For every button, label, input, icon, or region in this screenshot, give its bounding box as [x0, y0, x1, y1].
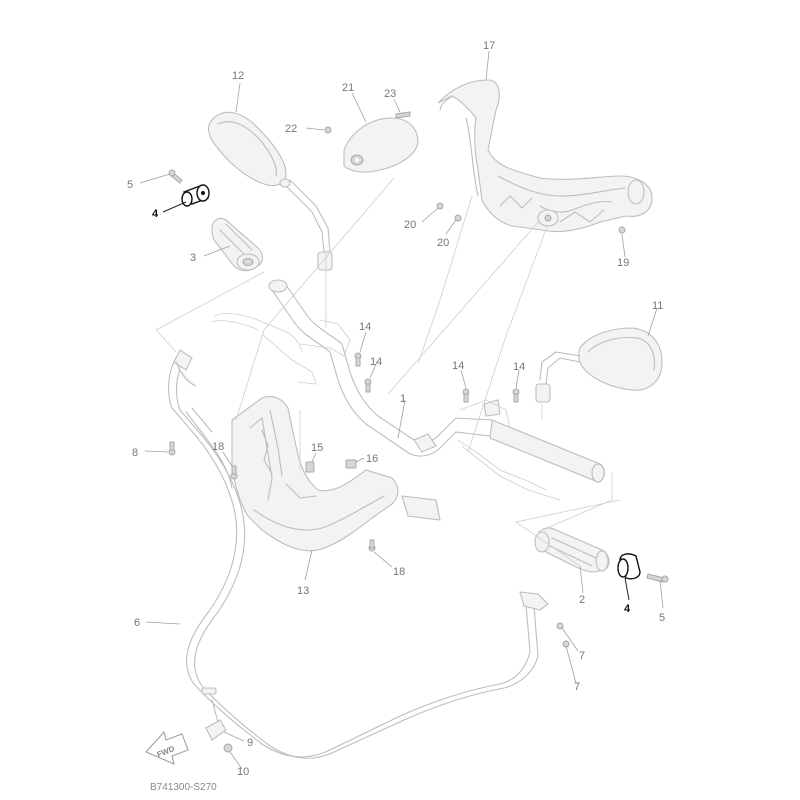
assembly-guide-lines — [155, 177, 621, 567]
grip-left — [211, 217, 264, 272]
callout-17: 17 — [483, 40, 495, 52]
callout-10: 10 — [237, 766, 249, 778]
handle-cover-lower — [231, 395, 441, 552]
callout-1: 1 — [400, 393, 406, 405]
callout-5-right: 5 — [659, 612, 665, 624]
diagram-reference-code: B741300-S270 — [150, 782, 217, 793]
callout-labels: 1 2 3 4 4 5 5 6 7 7 8 9 10 11 12 13 14 1… — [127, 40, 665, 778]
cable-holder-9 — [205, 699, 227, 741]
grip-end-right — [617, 553, 641, 580]
handlebar — [268, 279, 605, 483]
callout-22: 22 — [285, 123, 297, 135]
callout-16: 16 — [366, 453, 378, 465]
grip-right — [534, 527, 610, 573]
callout-11: 11 — [652, 300, 663, 312]
callout-21: 21 — [342, 82, 354, 94]
callout-20-b: 20 — [437, 237, 449, 249]
lever-left-ghost — [211, 313, 351, 385]
callout-3: 3 — [190, 252, 196, 264]
clip-16 — [345, 459, 357, 469]
callout-23: 23 — [384, 88, 396, 100]
clip-23 — [395, 111, 411, 119]
washer-10 — [223, 743, 233, 753]
callout-19: 19 — [617, 257, 629, 269]
callout-14-a: 14 — [359, 321, 371, 333]
callout-12: 12 — [232, 70, 244, 82]
callout-2: 2 — [579, 594, 585, 606]
screw-19 — [618, 226, 626, 234]
callout-15: 15 — [311, 442, 323, 454]
handle-cover-upper — [437, 79, 653, 233]
screw-20-set — [436, 202, 462, 222]
cable-assembly — [167, 349, 570, 759]
callout-7-lower: 7 — [574, 681, 580, 693]
mirror-left — [207, 111, 333, 271]
screw-18-set — [230, 465, 376, 552]
screw-5-left — [168, 169, 183, 184]
callout-14-c: 14 — [452, 360, 464, 372]
mirror-right — [535, 327, 663, 403]
small-cover — [343, 117, 419, 173]
clip-15 — [305, 461, 315, 473]
callout-20-a: 20 — [404, 219, 416, 231]
callout-7-upper: 7 — [579, 650, 585, 662]
callout-6: 6 — [134, 617, 140, 629]
screw-5-right — [646, 573, 669, 583]
callout-5-left: 5 — [127, 179, 133, 191]
callout-18-left: 18 — [212, 441, 224, 453]
callout-14-d: 14 — [513, 361, 525, 373]
leader-lines — [139, 50, 664, 770]
forward-direction-arrow: FWD — [145, 730, 189, 765]
callout-4-right: 4 — [624, 603, 631, 615]
callout-14-b: 14 — [370, 356, 382, 368]
callout-8: 8 — [132, 447, 138, 459]
callout-13: 13 — [297, 585, 309, 597]
grip-end-left — [181, 184, 210, 207]
callout-18-lower: 18 — [393, 566, 405, 578]
lever-right-ghost — [457, 399, 561, 501]
callout-9: 9 — [247, 737, 253, 749]
screw-14-set — [354, 352, 520, 403]
screw-22 — [324, 126, 332, 134]
screw-8 — [168, 441, 176, 456]
callout-4-left: 4 — [152, 208, 159, 220]
